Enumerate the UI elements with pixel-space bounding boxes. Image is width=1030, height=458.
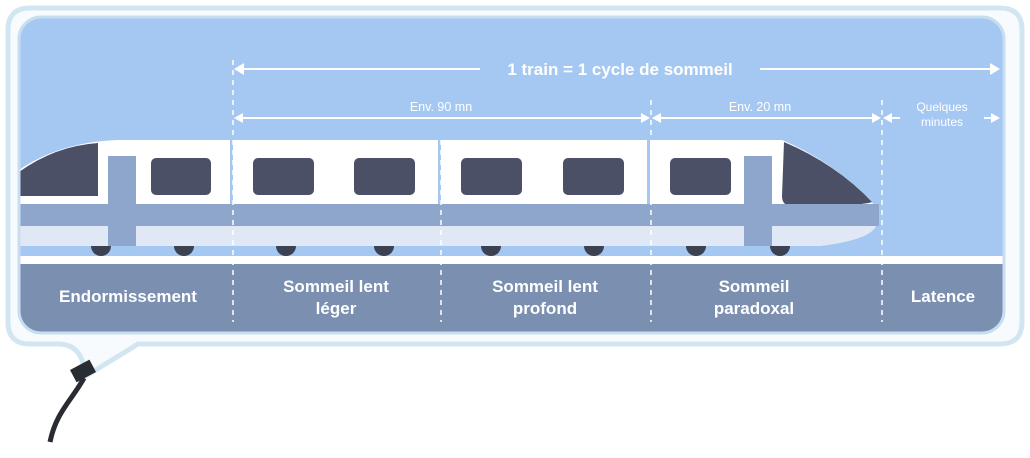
- train-window: [461, 158, 522, 195]
- duration-label-light: Env. 90 mn: [386, 100, 496, 115]
- train-nose-window: [19, 143, 98, 196]
- phase-band: [19, 264, 1004, 333]
- phase-label-paradoxal: Sommeil paradoxal: [713, 277, 795, 318]
- cable: [47, 376, 87, 443]
- phase-label-endormissement: Endormissement: [59, 287, 197, 306]
- diagram-title: 1 train = 1 cycle de sommeil: [480, 58, 760, 82]
- train-door: [744, 156, 772, 246]
- plug-icon: [70, 359, 96, 383]
- rail: [19, 256, 1004, 264]
- train-rear-window: [782, 142, 872, 206]
- phase-label-light: Sommeil lent léger: [283, 277, 389, 318]
- duration-label-paradoxal: Env. 20 mn: [710, 100, 810, 115]
- train-window: [253, 158, 314, 195]
- train-stripe: [19, 204, 879, 226]
- train-wheels: [91, 246, 790, 256]
- phase-label-deep: Sommeil lent profond: [492, 277, 598, 318]
- duration-label-latency: Quelques minutes: [900, 100, 984, 130]
- phase-label-latency: Latence: [910, 287, 976, 306]
- train: [19, 140, 879, 256]
- phase-dividers: [232, 60, 883, 322]
- train-window: [670, 158, 731, 195]
- train-window: [354, 158, 415, 195]
- train-door: [108, 156, 136, 246]
- train-window: [151, 158, 211, 195]
- train-window: [563, 158, 624, 195]
